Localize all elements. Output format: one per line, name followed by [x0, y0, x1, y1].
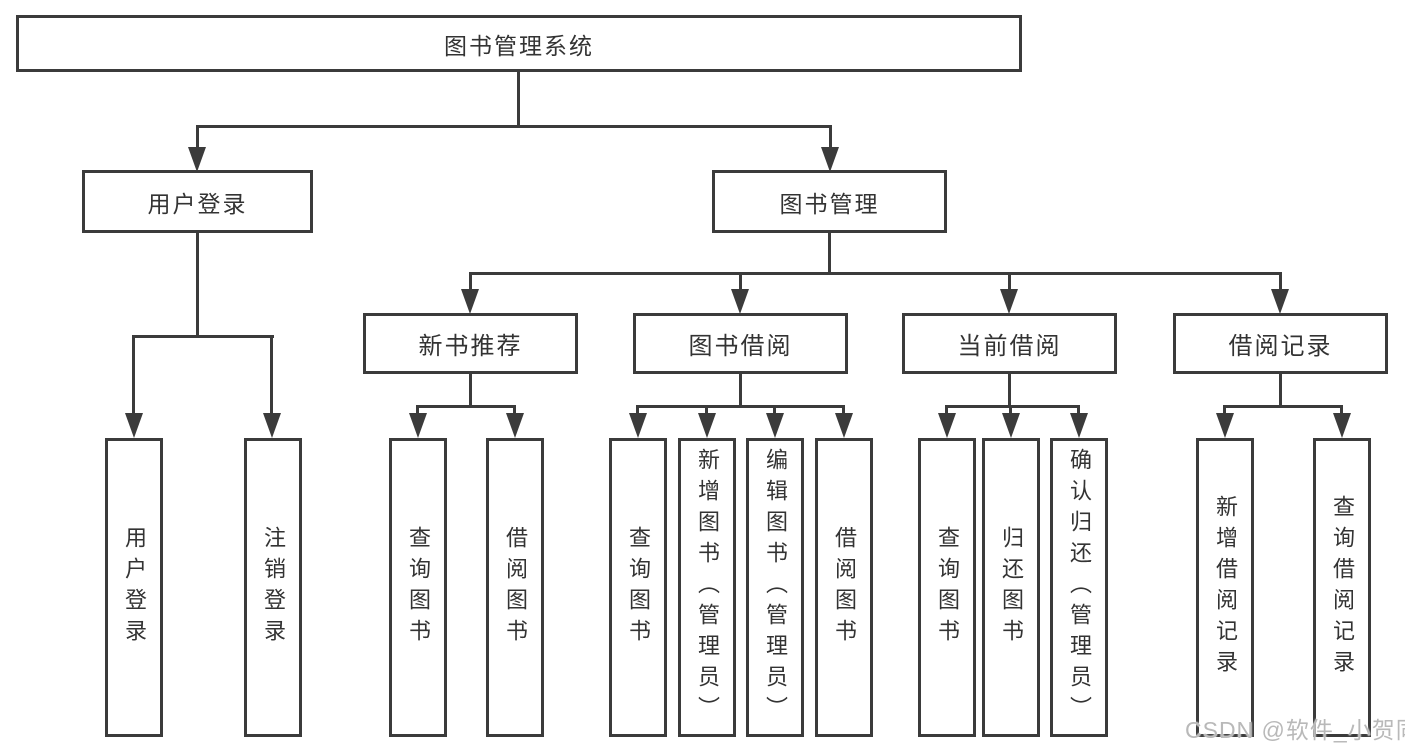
leaf-borrow-books-recommend-label: 借阅图书 — [503, 525, 528, 650]
leaf-edit-book-admin: 编辑图书（管理员） — [746, 438, 804, 737]
leaf-query-books-recommend: 查询图书 — [389, 438, 447, 737]
connector-root-stem — [517, 71, 520, 125]
connector-new-rec-branch — [416, 405, 516, 408]
arrowhead-records — [1271, 289, 1289, 314]
connector-user-login-branch — [132, 335, 274, 338]
connector-user-login-drop — [196, 125, 199, 150]
leaf-query-borrow-record-label: 查询借阅记录 — [1330, 494, 1355, 681]
connector-book-mgmt-stem — [828, 233, 831, 275]
leaf-query-books-recommend-label: 查询图书 — [406, 525, 431, 650]
connector-records-branch — [1223, 405, 1343, 408]
leaf-confirm-return-admin-label: 确认归还（管理员） — [1067, 448, 1092, 727]
leaf-add-borrow-record: 新增借阅记录 — [1196, 438, 1254, 737]
connector-leaf-query3-drop — [945, 405, 948, 417]
leaf-borrow-books-label: 借阅图书 — [832, 525, 857, 650]
connector-user-login-stem — [196, 233, 199, 338]
node-root-label: 图书管理系统 — [444, 32, 594, 59]
node-current-borrow: 当前借阅 — [902, 313, 1117, 374]
node-borrow-records: 借阅记录 — [1173, 313, 1388, 374]
leaf-query-books-current: 查询图书 — [918, 438, 976, 737]
node-new-book-recommend: 新书推荐 — [363, 313, 578, 374]
arrowhead-leaf-borrow2 — [835, 413, 853, 438]
arrowhead-leaf-query2 — [629, 413, 647, 438]
leaf-add-borrow-record-label: 新增借阅记录 — [1213, 494, 1238, 681]
connector-leaf-logout-drop — [270, 335, 273, 415]
leaf-add-book-admin: 新增图书（管理员） — [678, 438, 736, 737]
arrowhead-leaf-addbook — [698, 413, 716, 438]
arrowhead-new-rec — [461, 289, 479, 314]
leaf-return-books: 归还图书 — [982, 438, 1040, 737]
arrowhead-leaf-query3 — [938, 413, 956, 438]
leaf-query-books-current-label: 查询图书 — [935, 525, 960, 650]
leaf-add-book-admin-label: 新增图书（管理员） — [695, 448, 720, 727]
connector-borrow-branch — [636, 405, 845, 408]
connector-leaf-editbook-drop — [773, 405, 776, 417]
node-current-borrow-label: 当前借阅 — [957, 333, 1062, 360]
arrowhead-user-login — [188, 147, 206, 172]
connector-records-stem — [1279, 374, 1282, 408]
connector-leaf-queryrec-drop — [1340, 405, 1343, 417]
connector-leaf-query2-drop — [636, 405, 639, 417]
arrowhead-current — [1000, 289, 1018, 314]
connector-leaf-borrow2-drop — [842, 405, 845, 417]
leaf-return-books-label: 归还图书 — [999, 525, 1024, 650]
leaf-borrow-books-recommend: 借阅图书 — [486, 438, 544, 737]
connector-new-rec-stem — [469, 374, 472, 408]
node-book-management: 图书管理 — [712, 170, 947, 233]
csdn-watermark: CSDN @软件_小贺同学 — [1185, 717, 1405, 743]
node-root: 图书管理系统 — [16, 15, 1022, 72]
node-book-borrow: 图书借阅 — [633, 313, 848, 374]
arrowhead-leaf-return — [1002, 413, 1020, 438]
connector-records-drop — [1279, 272, 1282, 290]
connector-leaf-borrow1-drop — [513, 405, 516, 417]
connector-new-rec-drop — [469, 272, 472, 290]
arrowhead-leaf-queryrec — [1333, 413, 1351, 438]
leaf-borrow-books: 借阅图书 — [815, 438, 873, 737]
connector-leaf-return-drop — [1009, 405, 1012, 417]
connector-current-stem — [1008, 374, 1011, 408]
arrowhead-book-mgmt — [821, 147, 839, 172]
connector-book-mgmt-drop — [829, 125, 832, 150]
leaf-query-books-borrow: 查询图书 — [609, 438, 667, 737]
connector-leaf-login-drop — [132, 335, 135, 415]
leaf-user-login-label: 用户登录 — [122, 525, 147, 650]
connector-leaf-confirm-drop — [1077, 405, 1080, 417]
connector-leaf-addbook-drop — [705, 405, 708, 417]
connector-leaf-query1-drop — [416, 405, 419, 417]
arrowhead-leaf-borrow1 — [506, 413, 524, 438]
connector-borrow-drop — [739, 272, 742, 290]
arrowhead-leaf-query1 — [409, 413, 427, 438]
node-borrow-records-label: 借阅记录 — [1228, 333, 1333, 360]
arrowhead-leaf-editbook — [766, 413, 784, 438]
arrowhead-leaf-confirm — [1070, 413, 1088, 438]
node-book-management-label: 图书管理 — [779, 190, 880, 217]
connector-leaf-addrec-drop — [1223, 405, 1226, 417]
connector-current-branch — [945, 405, 1080, 408]
connector-current-drop — [1008, 272, 1011, 290]
connector-borrow-stem — [739, 374, 742, 408]
node-user-login-label: 用户登录 — [147, 190, 248, 217]
node-user-login: 用户登录 — [82, 170, 313, 233]
leaf-query-books-borrow-label: 查询图书 — [626, 525, 651, 650]
leaf-logout-label: 注销登录 — [261, 525, 286, 650]
arrowhead-leaf-addrec — [1216, 413, 1234, 438]
arrowhead-borrow — [731, 289, 749, 314]
arrowhead-leaf-login — [125, 413, 143, 438]
leaf-confirm-return-admin: 确认归还（管理员） — [1050, 438, 1108, 737]
connector-level2-branch — [196, 125, 832, 128]
leaf-edit-book-admin-label: 编辑图书（管理员） — [763, 448, 788, 727]
leaf-user-login: 用户登录 — [105, 438, 163, 737]
leaf-query-borrow-record: 查询借阅记录 — [1313, 438, 1371, 737]
arrowhead-leaf-logout — [263, 413, 281, 438]
node-new-book-recommend-label: 新书推荐 — [418, 333, 523, 360]
leaf-logout: 注销登录 — [244, 438, 302, 737]
connector-level3-branch — [469, 272, 1282, 275]
node-book-borrow-label: 图书借阅 — [688, 333, 793, 360]
